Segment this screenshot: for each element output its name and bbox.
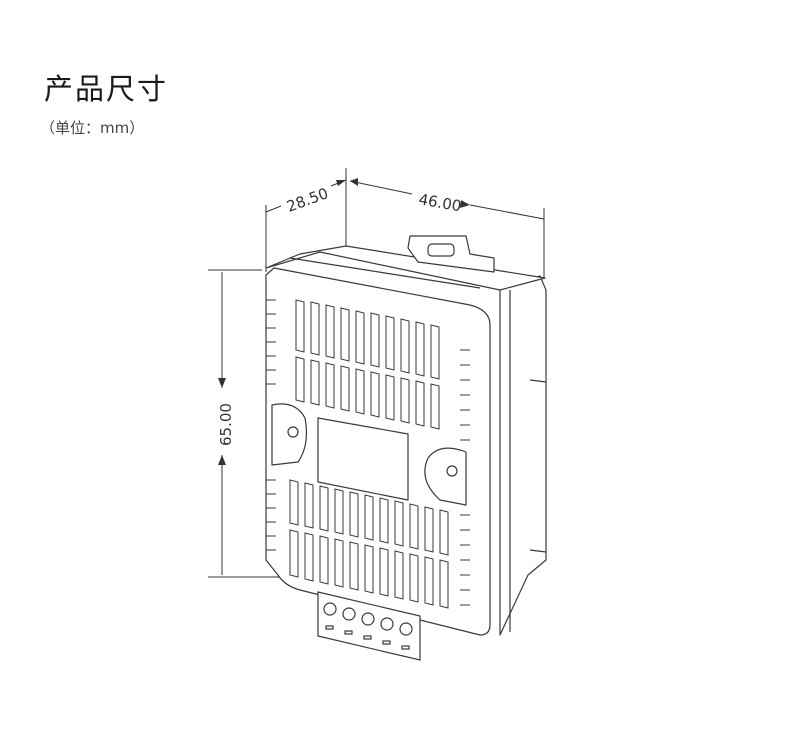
lower-vents — [289, 479, 449, 609]
device-enclosure — [265, 235, 547, 636]
terminal-2 — [342, 607, 356, 621]
page-title: 产品尺寸 — [44, 72, 169, 106]
side-fins — [266, 299, 470, 606]
upper-vents — [295, 299, 440, 430]
terminal-5 — [399, 622, 413, 636]
depth-label: 28.50 — [284, 184, 331, 216]
terminal-3 — [361, 612, 375, 626]
height-label: 65.00 — [217, 403, 235, 446]
terminal-block — [317, 591, 421, 661]
width-label: 46.00 — [417, 190, 462, 215]
terminal-4 — [380, 617, 394, 631]
unit-note: （单位：mm） — [40, 119, 145, 137]
vent-slots — [266, 299, 470, 609]
dimension-arrows — [218, 178, 470, 465]
terminal-1 — [323, 602, 337, 616]
